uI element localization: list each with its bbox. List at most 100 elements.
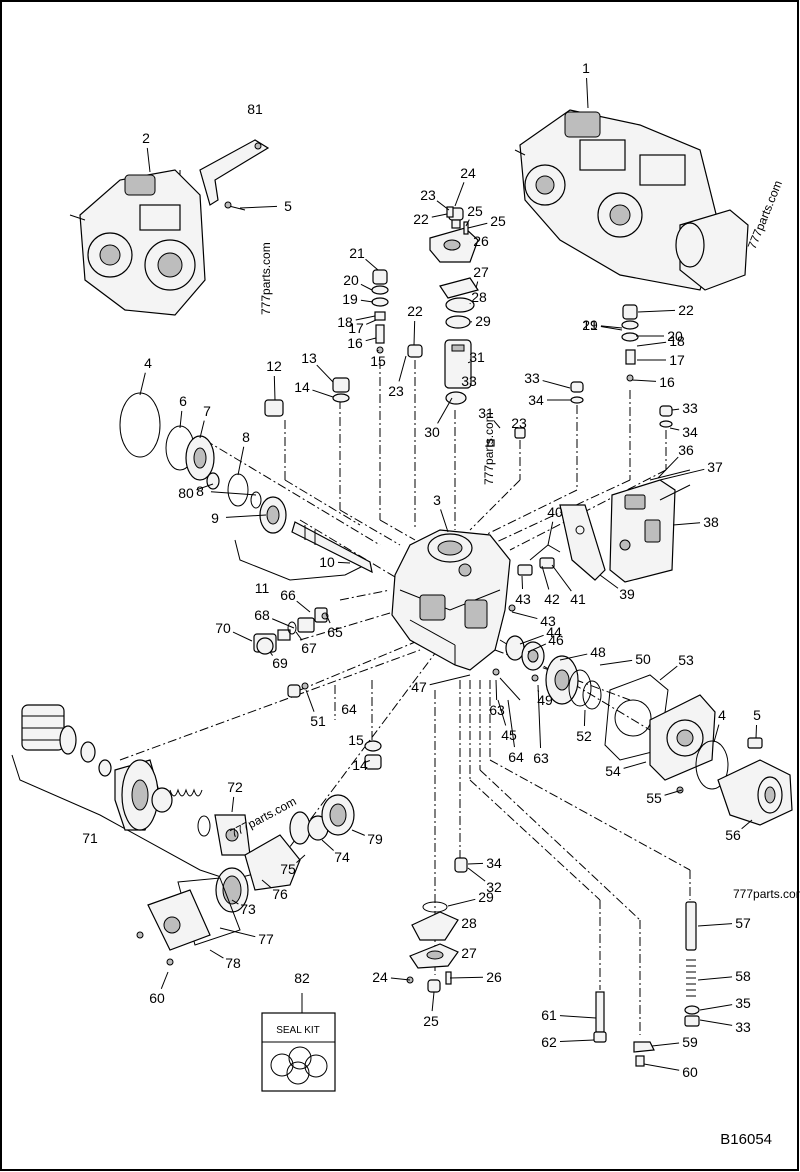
valve-stack-bottom — [406, 857, 468, 993]
callout-leader — [454, 182, 465, 207]
callout-leader — [413, 320, 416, 346]
callout-leader — [355, 315, 376, 321]
callout-26: 26 — [486, 969, 502, 985]
callout-leader — [261, 879, 272, 889]
callout-17: 17 — [669, 352, 685, 368]
callout-76: 76 — [272, 886, 288, 902]
callout-47: 47 — [411, 679, 427, 695]
callout-leader — [741, 819, 753, 830]
callout-21: 21 — [349, 245, 365, 261]
watermark: 777parts.com — [733, 887, 800, 901]
callout-leader — [637, 309, 676, 313]
callout-34: 34 — [682, 424, 698, 440]
callout-50: 50 — [635, 651, 651, 667]
callout-5: 5 — [753, 707, 761, 723]
callout-16: 16 — [347, 335, 363, 351]
callout-leader — [431, 213, 448, 218]
callout-leader — [559, 653, 588, 661]
callout-leader — [521, 575, 524, 590]
callout-19: 19 — [582, 317, 598, 333]
callout-leader — [493, 419, 501, 429]
relief-valve-stack-right — [621, 304, 639, 382]
callout-11: 11 — [255, 580, 270, 596]
callout-leader — [146, 147, 151, 173]
callout-27: 27 — [473, 264, 489, 280]
callout-73: 73 — [240, 901, 256, 917]
callout-1: 1 — [582, 60, 590, 76]
callout-49: 49 — [537, 692, 553, 708]
callout-63: 63 — [489, 702, 505, 718]
callout-leader — [623, 761, 647, 769]
callout-leader — [671, 408, 680, 411]
callout-leader — [179, 410, 183, 429]
callout-leader — [497, 699, 507, 726]
callout-leader — [316, 364, 334, 383]
callout-23: 23 — [388, 383, 404, 399]
callout-34: 34 — [486, 855, 502, 871]
callout-3: 3 — [433, 492, 441, 508]
callout-12: 12 — [266, 358, 282, 374]
pump-assembly-tandem — [514, 109, 749, 291]
callout-33: 33 — [524, 370, 540, 386]
callout-leader — [664, 789, 683, 796]
callout-39: 39 — [619, 586, 635, 602]
callout-leader — [551, 564, 572, 592]
callout-leader — [312, 389, 334, 398]
callout-56: 56 — [725, 827, 741, 843]
callout-25: 25 — [467, 203, 483, 219]
callout-66: 66 — [280, 587, 296, 603]
callout-leader — [210, 491, 257, 496]
callout-leader — [465, 219, 470, 227]
callout-leader — [325, 613, 331, 624]
callout-42: 42 — [544, 591, 560, 607]
callout-38: 38 — [703, 514, 719, 530]
callout-7: 7 — [203, 403, 211, 419]
callout-leader — [296, 600, 311, 613]
callout-59: 59 — [682, 1034, 698, 1050]
callout-48: 48 — [590, 644, 606, 660]
callout-leader — [219, 927, 256, 938]
callout-64: 64 — [508, 749, 524, 765]
callout-14: 14 — [294, 379, 310, 395]
callout-leader — [269, 651, 274, 656]
callout-leader — [669, 427, 680, 431]
callout-leader — [365, 337, 377, 342]
callout-leader — [237, 446, 245, 476]
callout-leader — [365, 760, 371, 763]
callout-leader — [559, 1015, 597, 1019]
callout-77: 77 — [258, 931, 274, 947]
callout-31: 31 — [478, 405, 494, 421]
callout-leader — [232, 631, 253, 642]
callout-60: 60 — [149, 990, 165, 1006]
callout-20: 20 — [667, 328, 683, 344]
callout-18: 18 — [337, 314, 353, 330]
watermark: 777parts.com — [482, 412, 496, 485]
rotating-group — [21, 704, 251, 856]
callout-52: 52 — [576, 728, 592, 744]
callout-leader — [231, 796, 235, 813]
callout-leader — [713, 724, 720, 743]
callout-leader — [321, 839, 334, 851]
callout-68: 68 — [254, 607, 270, 623]
callout-22: 22 — [678, 302, 694, 318]
callout-69: 69 — [272, 655, 288, 671]
callout-leader — [600, 325, 623, 329]
callout-33: 33 — [461, 373, 477, 389]
callout-25: 25 — [490, 213, 506, 229]
callout-leader — [537, 684, 542, 749]
callout-14: 14 — [352, 757, 368, 773]
callout-leader — [651, 1042, 680, 1047]
callout-10: 10 — [319, 554, 335, 570]
callout-leader — [697, 976, 733, 981]
callout-leader — [271, 618, 295, 629]
callout-4: 4 — [718, 707, 726, 723]
callout-55: 55 — [646, 790, 662, 806]
callout-leader — [542, 380, 571, 389]
callout-leader — [436, 200, 450, 211]
callout-leader — [160, 971, 169, 989]
callout-58: 58 — [735, 968, 751, 984]
figure-id: B16054 — [720, 1131, 772, 1148]
callout-22: 22 — [407, 303, 423, 319]
callout-leader — [447, 898, 476, 907]
callout-leader — [599, 659, 633, 666]
